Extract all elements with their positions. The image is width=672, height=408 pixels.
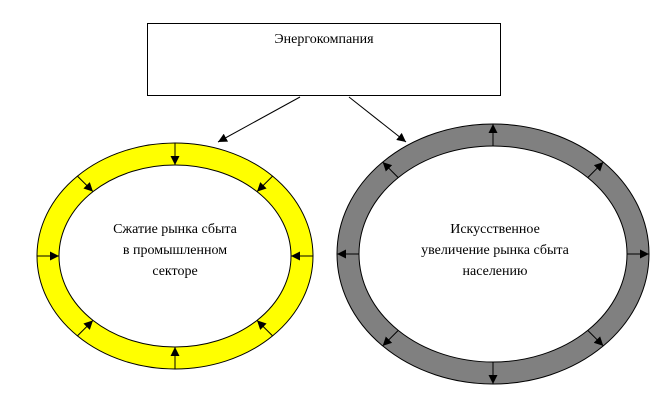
right-ring-arrow [587,330,604,347]
left-ring-arrow [256,319,273,337]
left-ring-arrow [256,175,273,193]
right-ring-arrow [382,330,399,347]
right-ring-text-line-1: Искусственное [450,222,540,237]
energy-company-label: Энергокомпания [274,32,374,47]
left-ring-text: Сжатие рынка сбыта в промышленном сектор… [85,219,265,282]
left-ring-text-line-1: Сжатие рынка сбыта [113,222,237,237]
left-ring-arrow [77,319,94,337]
right-ring-text: Искусственное увеличение рынка сбыта нас… [385,219,605,282]
right-ring-text-line-3: населению [462,264,528,279]
connector-right-arrow [348,96,407,143]
left-ring-arrows [37,143,313,369]
left-ring-arrow [77,175,94,193]
right-ring-arrows [337,124,649,384]
right-ring-arrow [382,161,399,178]
left-ring-text-line-2: в промышленном [122,243,228,258]
right-ring-arrow [587,161,604,178]
connector-left-arrow [217,96,301,143]
right-ring-text-line-2: увеличение рынка сбыта [421,243,569,258]
left-ring-text-line-3: секторе [152,264,198,279]
energy-company-box: Энергокомпания [147,23,501,96]
